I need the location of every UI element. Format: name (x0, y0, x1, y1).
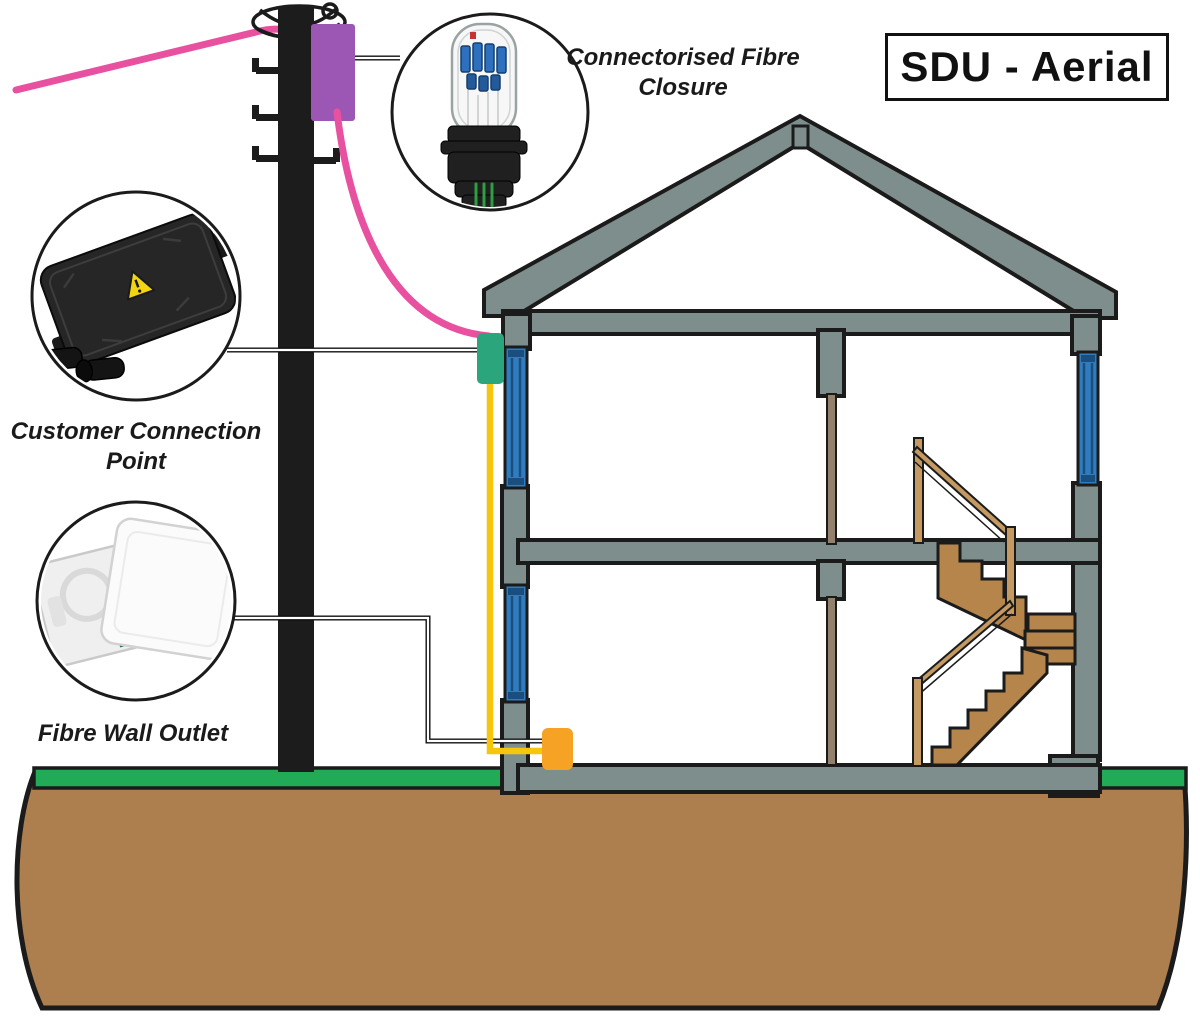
callout-fwo (35, 500, 237, 702)
leader-lines (227, 347, 545, 744)
internal-fibre-cable (486, 382, 548, 755)
closure-label-line2: Closure (638, 74, 728, 101)
ceiling-slab (501, 309, 1102, 336)
drop-cable-to-house (333, 108, 493, 340)
callout-ccp (30, 190, 242, 402)
pole (278, 6, 314, 772)
wall-right (1071, 481, 1102, 762)
ccp-icon (36, 213, 236, 383)
ccp-label-line1: Customer Connection (10, 418, 262, 445)
stairs-handrail-lower (913, 599, 1015, 689)
stairs-lower-flight (930, 646, 1049, 767)
stairs-handrail-upper (911, 445, 1013, 538)
window-right-upper (1076, 350, 1100, 487)
ground-floor-slab (516, 763, 1102, 794)
pole-closure-box (311, 24, 355, 121)
earth (14, 771, 1189, 1011)
diagram-title-box: SDU - Aerial (885, 33, 1169, 101)
interior-wall-lower-post (826, 596, 837, 766)
drop-cable-span (12, 25, 321, 94)
stairs-landing-step2 (1023, 629, 1077, 650)
stairs-newel-post-upper (913, 437, 924, 544)
ground (14, 766, 1189, 1011)
wall-left-eave-stub (501, 312, 532, 351)
stairs-landing-step1 (1026, 612, 1077, 633)
roof-apex-vent (791, 124, 810, 150)
telegraph-pole (251, 2, 355, 772)
fwo-label: Fibre Wall Outlet (37, 720, 229, 747)
staircase (911, 437, 1077, 767)
wall-right-eave-stub (1070, 314, 1102, 356)
house-cross-section (482, 113, 1118, 798)
interior-wall-lower-stub (816, 559, 846, 601)
ccp-label-line2: Point (106, 448, 166, 475)
diagram-title: SDU - Aerial (900, 43, 1154, 90)
interior-wall-upper-stub (816, 328, 846, 398)
fibre-closure-icon (440, 22, 528, 207)
closure-label-line1: Connectorised Fibre (566, 44, 800, 71)
grass-left (32, 766, 506, 790)
fwo-icon (41, 517, 231, 667)
interior-wall-upper-post (826, 393, 837, 545)
callout-closure (390, 12, 590, 212)
stairs-newel-post-lower (912, 677, 923, 767)
fwo-wall-box (542, 728, 573, 770)
window-left-upper (503, 345, 529, 490)
window-left-lower (503, 583, 529, 704)
wall-left-mid (500, 484, 530, 589)
ccp-wall-box (477, 333, 504, 384)
grass-right (1096, 766, 1188, 790)
stairs-upper-flight (936, 541, 1028, 643)
